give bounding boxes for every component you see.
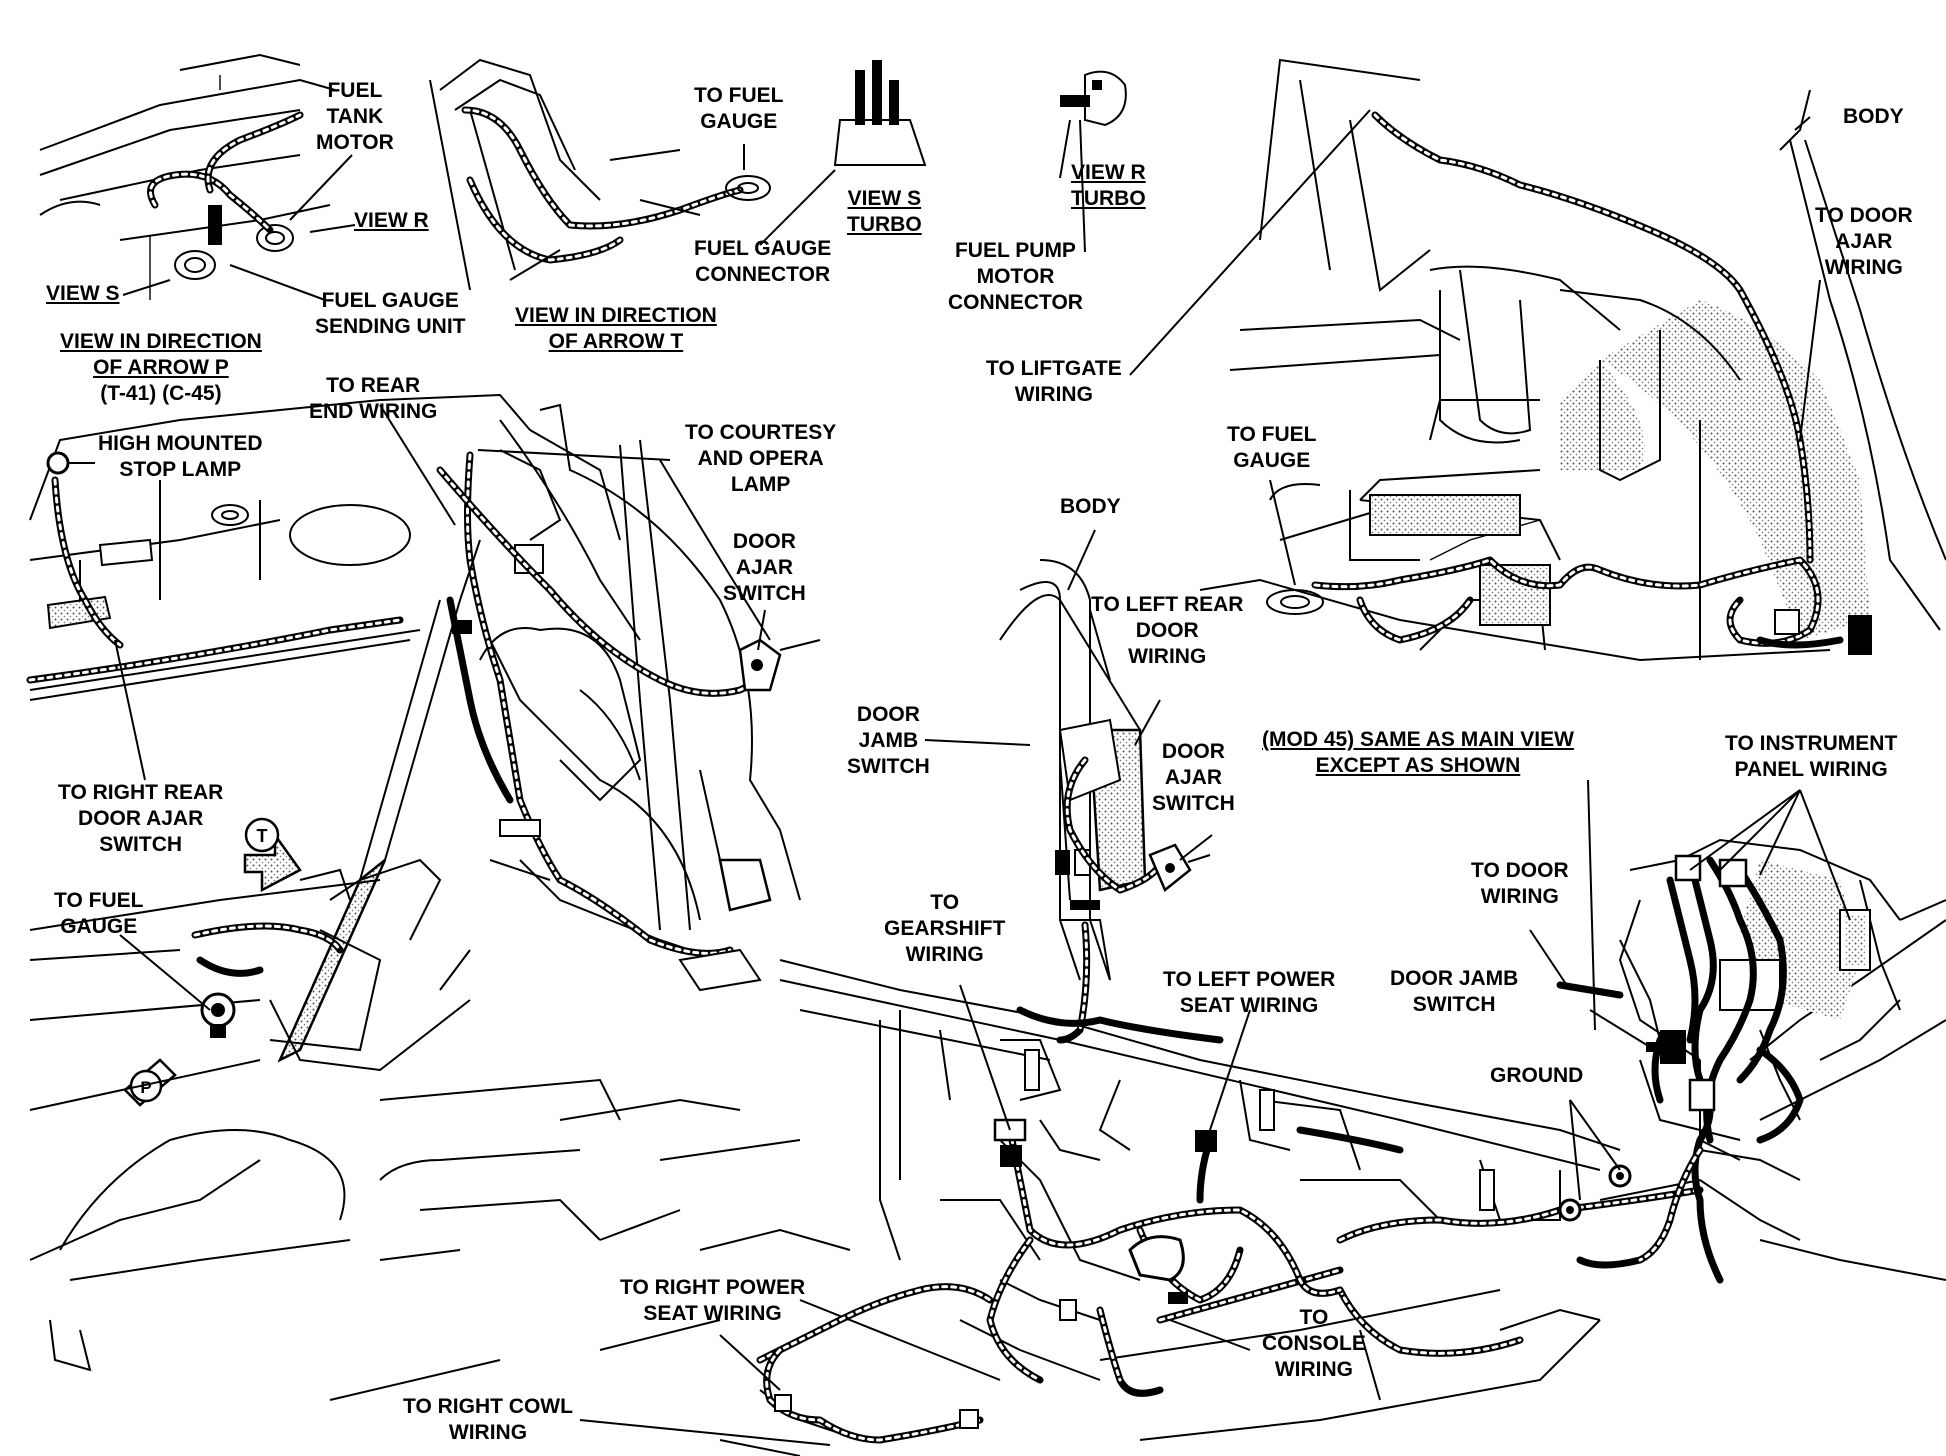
inset-view-p [39, 53, 336, 300]
label-to-right-rear-door-ajar-switch: TO RIGHT REAR DOOR AJAR SWITCH [58, 781, 224, 856]
main-b-pillar [999, 559, 1211, 1044]
main-parcel-shelf [26, 393, 641, 701]
label-to-left-power-seat-wiring: TO LEFT POWER SEAT WIRING [1163, 968, 1336, 1017]
label-to-fuel-gauge-left: TO FUEL GAUGE [54, 889, 144, 938]
inset-rear-quarter [1199, 40, 1946, 662]
label-to-fuel-gauge-right: TO FUEL GAUGE [1227, 423, 1317, 472]
label-high-mounted-stop-lamp: HIGH MOUNTED STOP LAMP [98, 432, 263, 481]
label-fuel-gauge-sending-unit: FUEL GAUGE SENDING UNIT [315, 289, 466, 338]
label-fuel-tank-motor: FUEL TANK MOTOR [316, 79, 394, 154]
arrow-t-callout: T [243, 817, 302, 893]
main-seat-rail [269, 539, 481, 1063]
label-to-liftgate-wiring: TO LIFTGATE WIRING [986, 357, 1122, 406]
main-wheelhouse [436, 403, 821, 992]
label-door-jamb-switch-right: DOOR JAMB SWITCH [1390, 967, 1519, 1016]
leader-lines [68, 109, 1851, 1446]
view-r-turbo-connector [1060, 70, 1127, 127]
label-to-right-power-seat-wiring: TO RIGHT POWER SEAT WIRING [620, 1276, 806, 1325]
label-door-ajar-switch-right: DOOR AJAR SWITCH [1152, 740, 1235, 815]
label-mod45: (MOD 45) SAME AS MAIN VIEW EXCEPT AS SHO… [1262, 728, 1574, 777]
label-to-door-wiring: TO DOOR WIRING [1471, 859, 1569, 908]
label-view-r-turbo: VIEW R TURBO [1071, 161, 1146, 210]
label-body-top: BODY [1843, 105, 1904, 128]
label-to-door-ajar-wiring: TO DOOR AJAR WIRING [1815, 204, 1913, 279]
label-fuel-pump-motor-connector: FUEL PUMP MOTOR CONNECTOR [948, 239, 1083, 314]
label-view-arrow-p: VIEW IN DIRECTION OF ARROW P (T-41) (C-4… [60, 330, 262, 405]
label-body-center: BODY [1060, 495, 1121, 518]
label-door-jamb-switch-center: DOOR JAMB SWITCH [847, 703, 930, 778]
arrow-p-callout: P [123, 1058, 177, 1107]
label-to-left-rear-door-wiring: TO LEFT REAR DOOR WIRING [1091, 593, 1244, 668]
label-to-right-cowl-wiring: TO RIGHT COWL WIRING [403, 1395, 573, 1444]
label-to-fuel-gauge-top: TO FUEL GAUGE [694, 84, 784, 133]
main-center-harness [756, 1118, 1344, 1444]
label-to-courtesy-opera-lamp: TO COURTESY AND OPERA LAMP [685, 421, 837, 496]
label-view-s: VIEW S [46, 282, 120, 305]
label-to-console-wiring: TO CONSOLE WIRING [1262, 1306, 1366, 1381]
label-to-gearshift-wiring: TO GEARSHIFT WIRING [884, 891, 1006, 966]
label-view-s-turbo: VIEW S TURBO [847, 187, 922, 236]
label-ground: GROUND [1490, 1064, 1584, 1087]
label-fuel-gauge-connector: FUEL GAUGE CONNECTOR [694, 237, 832, 286]
label-door-ajar-switch-center: DOOR AJAR SWITCH [723, 530, 806, 605]
label-view-arrow-t: VIEW IN DIRECTION OF ARROW T [515, 304, 717, 353]
label-to-instrument-panel-wiring: TO INSTRUMENT PANEL WIRING [1725, 732, 1898, 781]
label-view-r: VIEW R [354, 209, 429, 232]
label-to-rear-end-wiring: TO REAR END WIRING [309, 374, 438, 423]
view-s-turbo-connector [833, 60, 927, 166]
main-floor-left [29, 879, 851, 1401]
inset-instrument-panel [1556, 838, 1946, 1284]
arrow-p-letter: P [140, 1078, 151, 1097]
arrow-t-letter: T [257, 826, 268, 846]
